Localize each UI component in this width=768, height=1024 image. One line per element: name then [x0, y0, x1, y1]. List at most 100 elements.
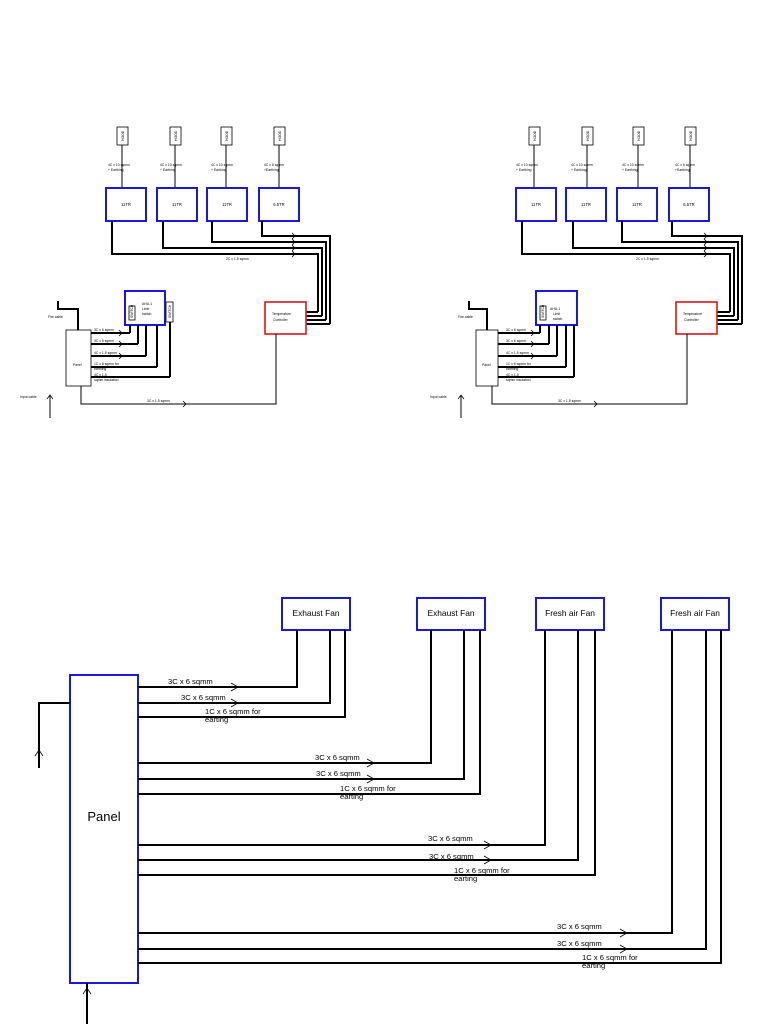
panel-cable-5: earthing: [506, 367, 518, 371]
arrow-icon: [483, 840, 492, 850]
hood-4-cable-2: +Earthing: [675, 168, 690, 172]
panel-label: Panel: [73, 363, 82, 367]
g3-wire-2: [138, 630, 579, 861]
temp-label-2: Controller: [273, 318, 289, 322]
ahu-switch: [128, 305, 136, 321]
unit-3-label: 11TR: [222, 202, 232, 207]
hood-3: HOOD 4C x 10 sqmm + Earthing 11TR: [616, 126, 658, 222]
hood-4-cable-1: 4C x 6 sqmm: [675, 163, 695, 167]
unit-1-label: 11TR: [121, 202, 131, 207]
unit-3-label: 11TR: [632, 202, 642, 207]
hood-2: HOOD 4C x 10 sqmm + Earthing 11TR: [156, 126, 198, 222]
control-wire-2: [572, 221, 735, 316]
hood-4-label: HOOD: [689, 130, 693, 141]
panel-cable-1: 3C x 6 sqmm: [94, 328, 114, 332]
ahu-label: AHU-1: [550, 307, 560, 311]
input-arrow-top-icon: [34, 749, 44, 757]
hood-4: HOOD 4C x 6 sqmm +Earthing 6.5TR: [668, 126, 710, 222]
hood-3-label: HOOD: [637, 130, 641, 141]
control-cable-label: 2C x 1.5 sqmm: [636, 257, 659, 261]
ahu-switch-label: SWITCH: [541, 304, 545, 318]
hood-2-cable-1: 4C x 10 sqmm: [160, 163, 182, 167]
g2-cable-3b: earting: [340, 792, 363, 801]
fire-cable-wire: [468, 301, 488, 330]
unit-2-box: [156, 187, 198, 222]
g3-cable-1: 3C x 6 sqmm: [428, 834, 473, 843]
arrow-icon: [366, 774, 375, 784]
g3-cable-3b: earting: [454, 874, 477, 883]
arrow-icon: [118, 329, 123, 337]
arrow-icon: [619, 944, 628, 954]
fresh-air-fan-2-box: [660, 597, 730, 631]
g2-wire-1: [138, 630, 432, 764]
control-wire-1: [111, 221, 319, 312]
ahu-unit: SWITCH AHU-1 Limit switch SWITCH: [124, 290, 174, 326]
hood-3-cable-1: 4C x 10 sqmm: [211, 163, 233, 167]
temperature-controller-box: [264, 301, 307, 335]
limit-label-2: switch: [142, 312, 152, 316]
arrow-icon: [118, 340, 123, 348]
hood-2: HOOD 4C x 10 sqmm + Earthing 11TR: [565, 126, 607, 222]
main-panel-box: [69, 674, 139, 984]
temp-label-1: Temperature: [272, 312, 291, 316]
arrow-icon: [230, 698, 239, 708]
fan-wiring-diagram: Panel Exhaust Fan Exhaust Fan Fresh air …: [34, 597, 730, 1024]
bottom-wire: [491, 334, 688, 405]
hood-2-label: HOOD: [586, 130, 590, 141]
arrow-icon: [483, 855, 492, 865]
input-arrow-bottom-icon: [82, 987, 92, 995]
g1-cable-1: 3C x 6 sqmm: [168, 677, 213, 686]
arrow-icon: [530, 329, 535, 337]
control-wire-3: [621, 221, 739, 320]
panel-cable-2: 3C x 6 sqmm: [94, 339, 114, 343]
g1-wire-1: [138, 630, 298, 688]
hood-3-cable-1: 4C x 10 sqmm: [622, 163, 644, 167]
arrow-icon: [291, 238, 296, 246]
g3-wire-1: [138, 630, 546, 846]
unit-4-label: 6.5TR: [683, 202, 694, 207]
ahu-label: AHU-1: [142, 302, 152, 306]
bottom-cable-label: 3C x 1.5 sqmm: [147, 399, 170, 403]
unit-2-label: 11TR: [172, 202, 182, 207]
g4-cable-3b: earting: [582, 961, 605, 970]
control-wire-2: [162, 221, 323, 316]
arrow-icon: [593, 400, 598, 408]
hood-1: HOOD 4C x 10 sqmm + Earthing 11TR: [105, 126, 147, 222]
panel-block: Panel Fire cable Input cable 3C x 6 sqmm…: [20, 301, 171, 418]
arrow-icon: [291, 232, 296, 240]
hood-2-cable-2: + Earthing: [571, 168, 587, 172]
panel-cable-1: 3C x 6 sqmm: [506, 328, 526, 332]
hood-1: HOOD 4C x 10 sqmm + Earthing 11TR: [515, 126, 557, 222]
g1-cable-3a: 1C x 6 sqmm for: [205, 707, 261, 716]
exhaust-fan-1-label: Exhaust Fan: [292, 608, 339, 618]
control-wire-3: [211, 221, 327, 320]
g3-cable-2: 3C x 6 sqmm: [429, 852, 474, 861]
temp-label-2: Controller: [684, 318, 700, 322]
g4-cable-3a: 1C x 6 sqmm for: [582, 953, 638, 962]
g1-cable-2: 3C x 6 sqmm: [181, 693, 226, 702]
fresh-air-fan-2-label: Fresh air Fan: [670, 608, 720, 618]
arrow-icon: [530, 340, 535, 348]
panel-cable-6: 4C x 1.5: [94, 373, 107, 377]
limit-switch-label: SWITCH: [168, 304, 172, 318]
bottom-cable-label: 3C x 1.5 sqmm: [558, 399, 581, 403]
panel-input-wire-top: [38, 702, 70, 768]
unit-1-box: [515, 187, 557, 222]
fire-cable-label: Fire cable: [48, 315, 63, 319]
g3-wire-3: [138, 630, 596, 876]
unit-2-box: [565, 187, 607, 222]
hood-4: HOOD 4C x 6 sqmm +Earthing 6.5TR: [258, 126, 300, 222]
hood-3: HOOD 4C x 10 sqmm + Earthing 11TR: [206, 126, 248, 222]
arrow-icon: [118, 352, 123, 360]
panel-cable-5: earthing: [94, 367, 106, 371]
unit-1-label: 11TR: [531, 202, 541, 207]
unit-1-box: [105, 187, 147, 222]
hood-2-label: HOOD: [174, 130, 178, 141]
hood-3-label: HOOD: [225, 130, 229, 141]
g4-cable-2: 3C x 6 sqmm: [557, 939, 602, 948]
g1-cable-3b: earting: [205, 715, 228, 724]
panel-cable-2: 3C x 6 sqmm: [506, 339, 526, 343]
arrow-icon: [619, 928, 628, 938]
unit-2-label: 11TR: [581, 202, 591, 207]
